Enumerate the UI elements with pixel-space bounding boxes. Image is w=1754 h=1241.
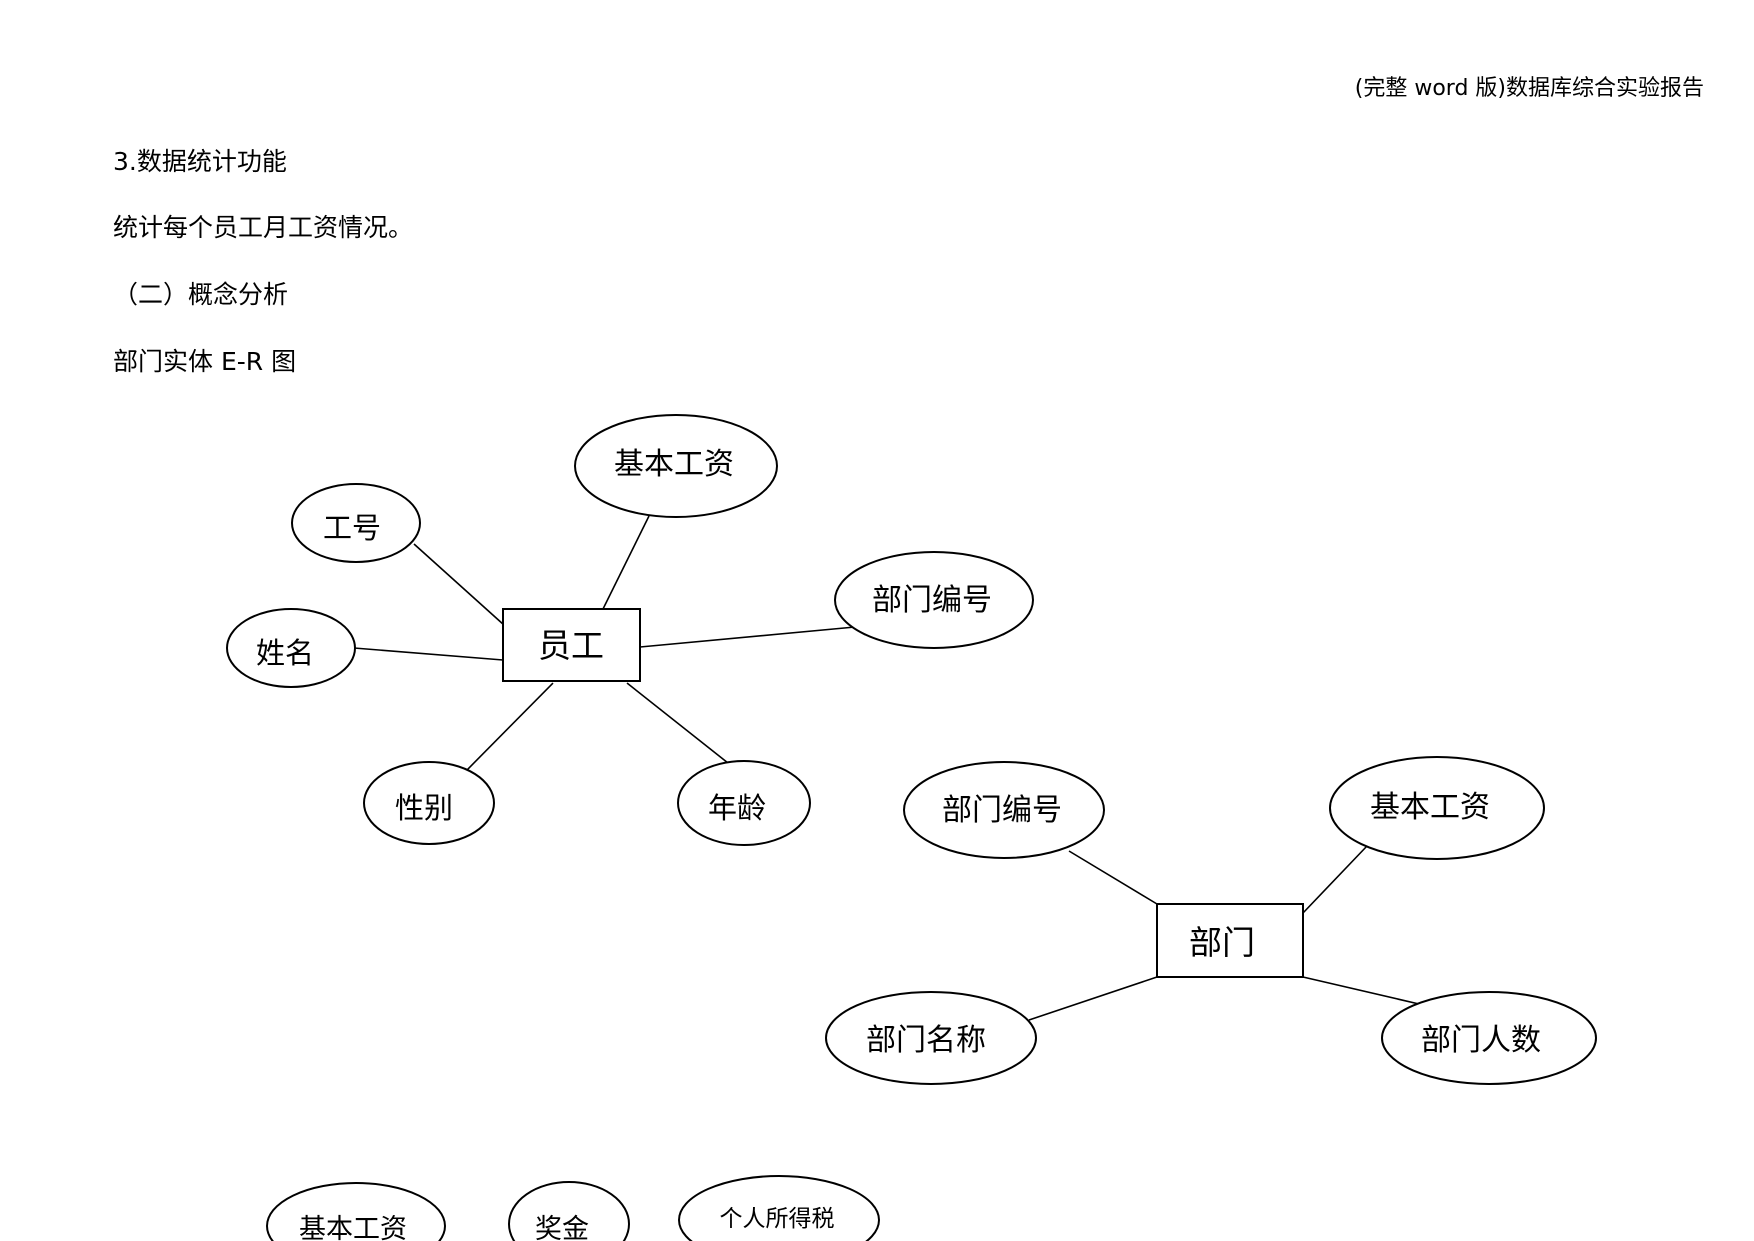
employee-er-group: 员工 工号 基本工资 部门编号 姓名 性别 年龄 [226,414,1034,846]
entity-employee [502,608,641,682]
attr-emp-name-label: 姓名 [256,636,314,670]
paragraph-er-caption: 部门实体 E-R 图 [113,347,297,376]
connector-dept-name [1028,976,1158,1021]
connector-dept-salary [1302,845,1368,914]
attr-dept-count-label: 部门人数 [1421,1023,1541,1058]
connector-emp-name [353,647,504,661]
paragraph-statistics-desc: 统计每个员工月工资情况。 [113,213,414,242]
connector-emp-id [413,543,505,626]
department-er-group: 部门 部门编号 基本工资 部门名称 部门人数 [825,756,1597,1085]
page-header: (完整 word 版)数据库综合实验报告 [1354,76,1704,101]
attr-emp-name [226,608,356,688]
paragraph-concept-heading: （二）概念分析 [113,280,289,309]
attr-dept-deptno [903,761,1105,859]
attr-sal-tax [678,1175,880,1241]
attr-emp-salary-label: 基本工资 [614,447,734,482]
attr-emp-deptno [834,551,1034,649]
attr-emp-id-label: 工号 [323,511,381,545]
attr-sal-bonus [508,1181,630,1241]
attr-dept-salary [1329,756,1545,860]
entity-employee-label: 员工 [538,626,604,665]
attr-sal-bonus-label: 奖金 [535,1214,589,1241]
connector-dept-count [1302,976,1420,1005]
paragraph-statistics-heading: 3.数据统计功能 [113,147,287,176]
attr-dept-name [825,991,1037,1085]
connector-emp-gender [464,682,554,773]
attr-emp-gender-label: 性别 [395,791,453,825]
attr-emp-id [291,483,421,563]
attr-dept-deptno-label: 部门编号 [942,793,1062,828]
connector-emp-salary [602,515,650,610]
attr-sal-tax-label: 个人所得税 [720,1206,835,1232]
attr-emp-age [677,760,811,846]
attr-emp-deptno-label: 部门编号 [872,583,992,618]
connector-emp-age [626,682,729,764]
attr-emp-gender [363,761,495,845]
entity-department [1156,903,1304,978]
connector-emp-deptno [639,626,856,648]
attr-dept-salary-label: 基本工资 [1370,790,1490,825]
attr-dept-count [1381,991,1597,1085]
entity-department-label: 部门 [1189,923,1255,962]
attr-sal-base [266,1182,446,1241]
connector-dept-deptno [1068,850,1158,905]
attr-sal-base-label: 基本工资 [299,1214,407,1241]
attr-dept-name-label: 部门名称 [866,1023,986,1058]
attr-emp-age-label: 年龄 [708,791,766,825]
salary-er-partial-group: 基本工资 奖金 个人所得税 [266,1175,880,1241]
attr-emp-salary [574,414,778,518]
